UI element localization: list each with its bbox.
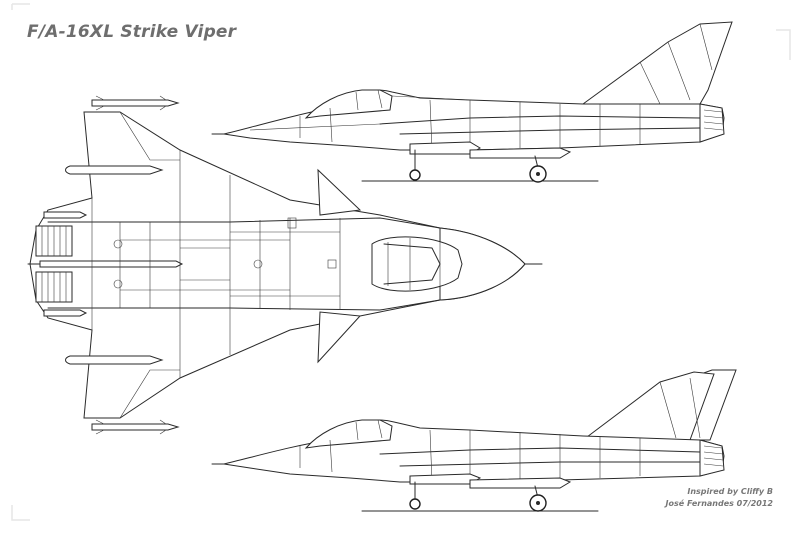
credits-block: Inspired by Cliffy B José Fernandes 07/2… — [666, 486, 773, 510]
side-view-bottom — [211, 369, 737, 512]
canopy-bottom — [304, 419, 393, 449]
vertical-tail-top — [581, 21, 733, 105]
canard-upper — [317, 168, 362, 216]
wingtip-missile-lower — [91, 423, 180, 431]
canopy-plan — [371, 236, 463, 292]
plan-view — [27, 95, 543, 435]
side-view-top — [211, 21, 733, 183]
fuel-tank-lower — [65, 355, 164, 365]
fuel-tank-upper — [65, 165, 164, 175]
canopy-top — [304, 89, 393, 119]
canard-lower — [317, 311, 362, 364]
frame-marks — [11, 3, 791, 521]
credit-author-date: José Fernandes 07/2012 — [665, 499, 773, 508]
credit-inspired-by: Inspired by Cliffy B — [687, 487, 773, 496]
wingtip-missile-upper — [91, 99, 180, 107]
drawing-title: F/A-16XL Strike Viper — [27, 22, 237, 42]
